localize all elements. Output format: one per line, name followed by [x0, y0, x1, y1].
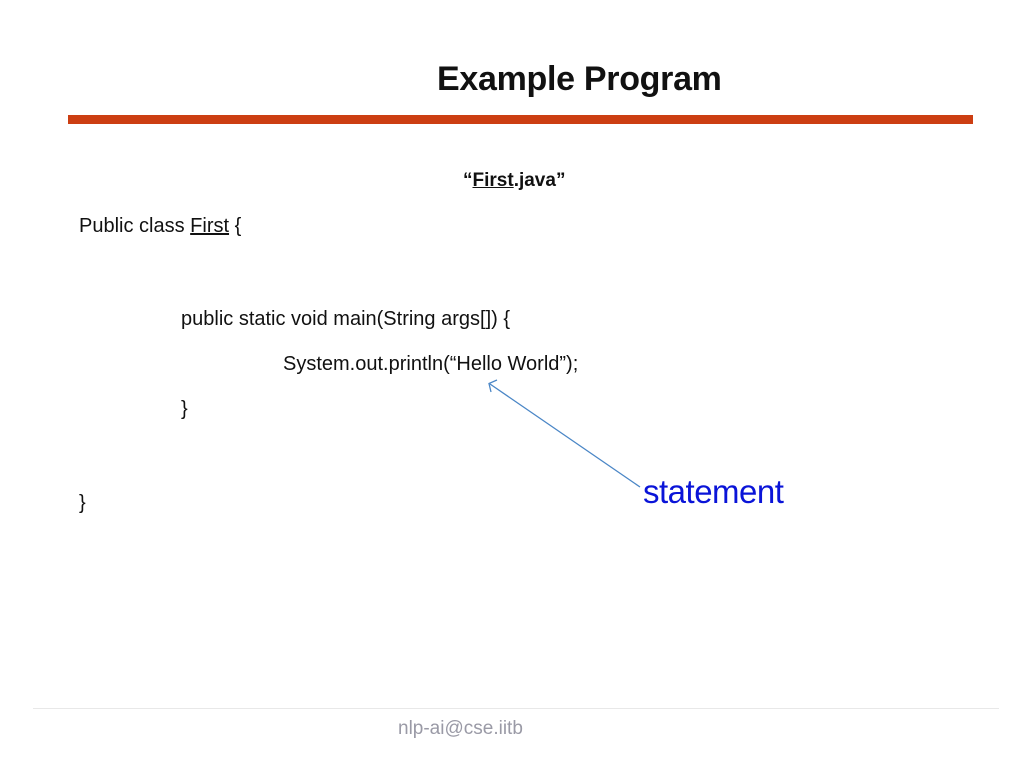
title-underline-rule — [68, 115, 973, 124]
code-line-method-close-brace: } — [181, 398, 188, 420]
class-keyword: Public class — [79, 215, 191, 237]
statement-annotation: statement — [643, 473, 784, 510]
close-quote: ” — [555, 170, 566, 191]
footer-text: nlp-ai@cse.iitb — [398, 718, 523, 739]
code-line-main-method: public static void main(String args[]) { — [181, 308, 511, 330]
file-extension: .java — [513, 170, 556, 191]
slide-title: Example Program — [437, 60, 722, 98]
file-name-base: First — [472, 170, 514, 191]
open-quote: “ — [463, 170, 473, 191]
code-line-println-statement: System.out.println(“Hello World”); — [283, 353, 579, 375]
footer-divider — [33, 708, 999, 709]
code-line-class-declaration: Public class First { — [79, 215, 241, 238]
class-name: First — [190, 215, 230, 237]
class-open-brace: { — [229, 215, 242, 237]
file-name-label: “First.java” — [463, 170, 565, 192]
code-line-class-close-brace: } — [79, 492, 86, 514]
